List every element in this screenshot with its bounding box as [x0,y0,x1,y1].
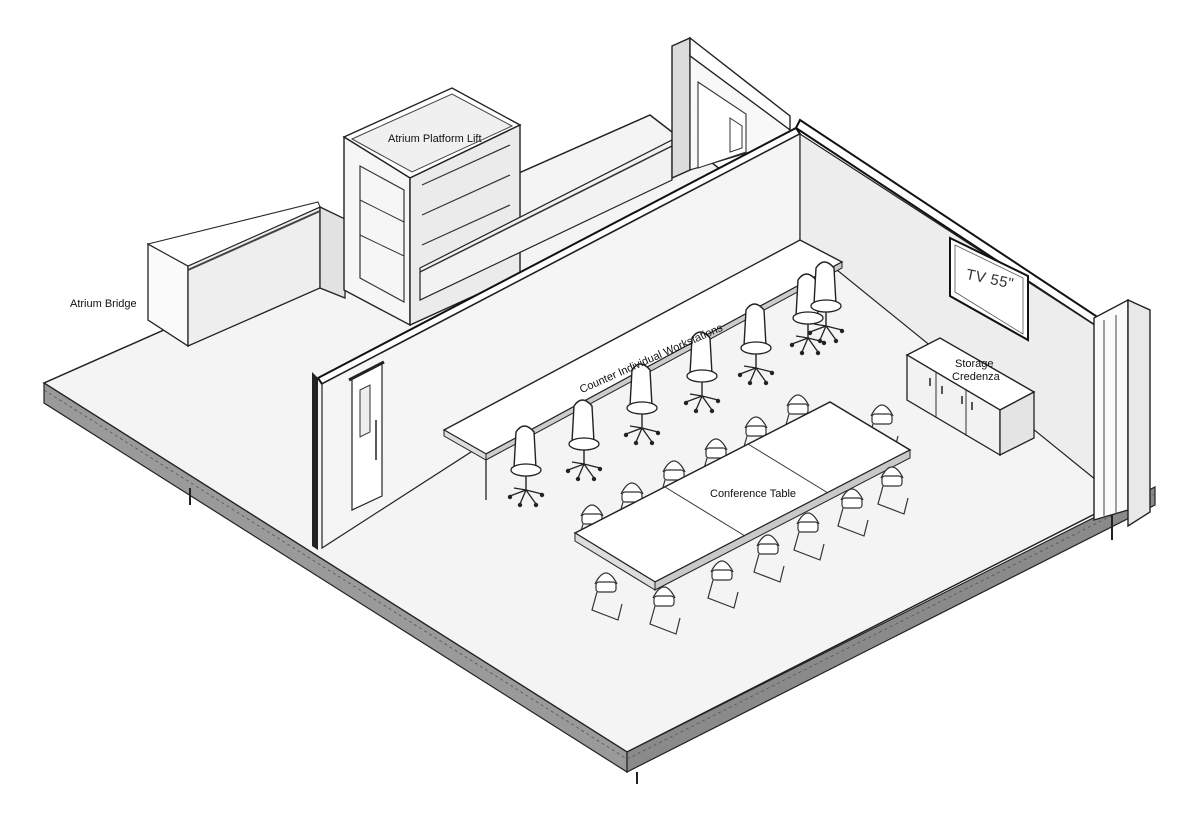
room-left-wall [312,126,802,550]
conference-table [573,401,912,591]
floor-slab [42,114,1156,784]
atrium-bridge-railing [146,201,346,348]
right-column [1093,298,1151,528]
atrium-platform-lift-label: Atrium Platform Lift [388,133,482,145]
storage-label-line2: Credenza [952,371,1000,383]
corridor-back-wall [419,139,673,301]
atrium-bridge-label: Atrium Bridge [70,298,137,310]
tv-55 [949,236,1029,342]
storage-credenza [905,337,1036,457]
conference-table-label: Conference Table [710,488,797,500]
storage-label-line1: Storage [955,358,994,370]
